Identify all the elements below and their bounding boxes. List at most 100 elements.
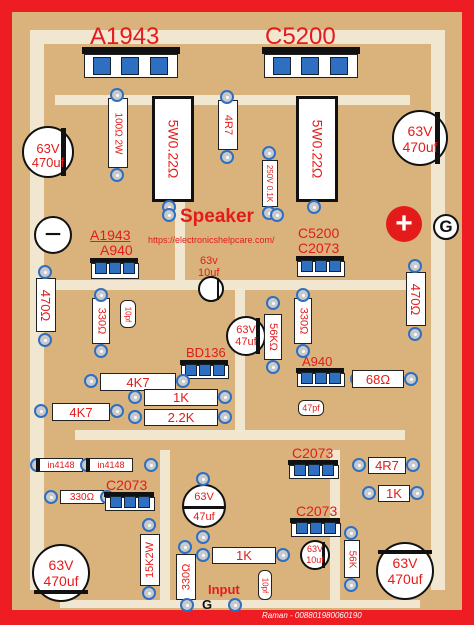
trace-center [235,290,245,430]
q-top-right-pad-2 [301,57,319,75]
c-low-47uf-value: 47uf [193,511,215,523]
c-bottom-right-voltage: 63V [392,555,418,571]
q-mid-right-body [296,256,344,261]
r-250v: 250V 0.1K [262,160,278,207]
pad [94,344,108,358]
q-c2073-bottom-pad-1 [296,522,308,534]
r-100ohm-2w: 100Ω 2W [108,98,128,168]
ground-terminal-top: G [433,214,459,240]
q-top-right-pad-1 [273,57,291,75]
q-mid-left-pad-3 [123,262,135,274]
q-c2073-lower-pad-1 [294,464,306,476]
q-bd136-pad-1 [185,364,197,376]
c-top-right: 63V 470uf [392,110,448,166]
trace-mid [55,280,420,290]
speaker-pad-left [162,208,176,222]
trace-right [431,30,445,590]
speaker-pad-right [270,208,284,222]
pad [110,88,124,102]
pad [220,90,234,104]
c-10pf-a: 10pf [120,300,136,328]
c-mid-47uf-voltage: 63V [236,324,256,336]
r-470-right-label: 470Ω [408,283,424,315]
r-250v-label: 250V 0.1K [265,164,275,203]
r-68: 68Ω [352,370,404,388]
pad [220,150,234,164]
c-bottom-right-band [378,550,432,554]
q-bd136-label: BD136 [186,345,226,360]
input-ground-label: G [202,597,213,612]
pad [266,296,280,310]
q-mid-left-a-label: A1943 [90,227,131,243]
pad [266,360,280,374]
q-c2073-left-pad-3 [138,496,150,508]
c-bottom-right: 63V 470uf [376,542,434,600]
c-top-right-voltage: 63V [407,123,433,139]
pad [128,390,142,404]
q-mid-left-pad-2 [109,262,121,274]
q-c2073-lower-label: C2073 [292,445,334,461]
q-c2073-lower-body [288,460,338,465]
r-4k7-b: 4K7 [52,403,110,421]
c-top-left-value: 470uf [31,155,65,170]
c-mid-47uf-value: 47uf [235,336,257,348]
q-top-right-pad-3 [330,57,348,75]
q-mid-left-body [90,258,138,263]
trace-bottom-a [160,450,170,600]
r-470-right: 470Ω [406,272,426,326]
pad [362,486,376,500]
r-330-mid-left-label: 330Ω [95,307,108,335]
q-top-left-pad-3 [150,57,168,75]
r-56k-mid-label: 56KΩ [267,323,280,351]
r-56k-mid: 56KΩ [264,314,282,360]
pad [144,458,158,472]
pad [110,168,124,182]
input-ground-pad [228,598,242,612]
q-c2073-left-pad-1 [110,496,122,508]
c-low-47uf: 63V 47uf [182,484,226,528]
c-bottom-10uf-value: 10uf [306,555,324,565]
pad [296,288,310,302]
pad [142,586,156,600]
q-bd136-body [180,360,228,365]
q-c2073-bottom-body [290,518,340,523]
r-5w-right: 5W0.22Ω [296,96,338,202]
pad [176,374,190,388]
c-bottom-10uf-band [322,542,325,568]
speaker-label: Speaker [180,206,254,227]
q-a940-right-pad-3 [329,372,341,384]
r-5w-right-label: 5W0.22Ω [309,119,325,179]
r-470-left-label: 470Ω [38,289,54,321]
website-label: https://electronicshelpcare.com/ [148,235,275,245]
r-330-bottom-label: 330Ω [180,563,193,591]
r-330-bottom: 330Ω [176,554,196,600]
pad [196,548,210,562]
q-top-left-pad-2 [121,57,139,75]
c-bottom-10uf: 63V 10uf [300,540,330,570]
input-label: Input [208,582,240,597]
r-4r7-right: 4R7 [368,457,406,474]
q-mid-left-pad-1 [95,262,107,274]
q-top-left-pad-1 [93,57,111,75]
q-mid-right-pad-2 [315,260,327,272]
r-330-mid-right-label: 330Ω [297,307,310,335]
r-56k-bottom: 56K [344,540,360,578]
c-top-right-band [434,112,440,164]
c-top-right-value: 470uf [402,139,438,155]
r-1k-right: 1K [378,485,410,502]
r-330-low: 330Ω [60,490,104,504]
r-15k-2w: 15K2W [140,534,160,586]
r-5w-left-label: 5W0.22Ω [165,119,181,179]
c-top-left-band [61,128,67,176]
pad [404,372,418,386]
q-top-right-body [262,47,360,54]
c-10pf-b: 10pf [258,570,272,600]
plus-terminal: + [386,206,422,242]
c-bottom-left-band [34,590,88,594]
pad [307,200,321,214]
pad [84,374,98,388]
r-56k-bottom-label: 56K [346,550,358,568]
q-c2073-bottom-label: C2073 [296,503,338,519]
pad [110,404,124,418]
